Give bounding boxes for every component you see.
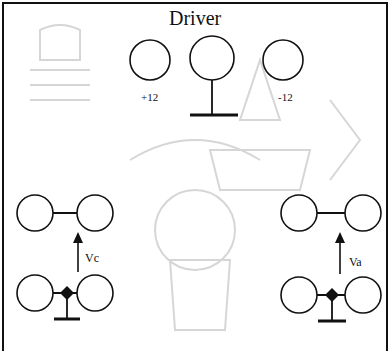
supply-terminals [130,36,303,80]
junction-dot [60,286,74,300]
watermark [30,25,360,330]
panel-title: Driver [169,8,221,28]
va-terminals [281,195,381,313]
supply-label: +12 [141,92,158,103]
frame [3,3,387,351]
voltage-arrow [339,240,341,274]
ground-symbol [54,318,80,321]
signal-label: Vc [85,252,99,264]
voltage-arrow [77,240,79,272]
ground-stem [211,80,213,114]
arrow-head [73,232,83,243]
ground-symbol [190,114,238,117]
signal-label: Va [349,256,362,268]
arrow-head [335,232,345,243]
supply-label: -12 [278,92,293,103]
ground-symbol [318,320,346,323]
vc-terminals [17,195,113,311]
junction-dot [325,288,339,302]
